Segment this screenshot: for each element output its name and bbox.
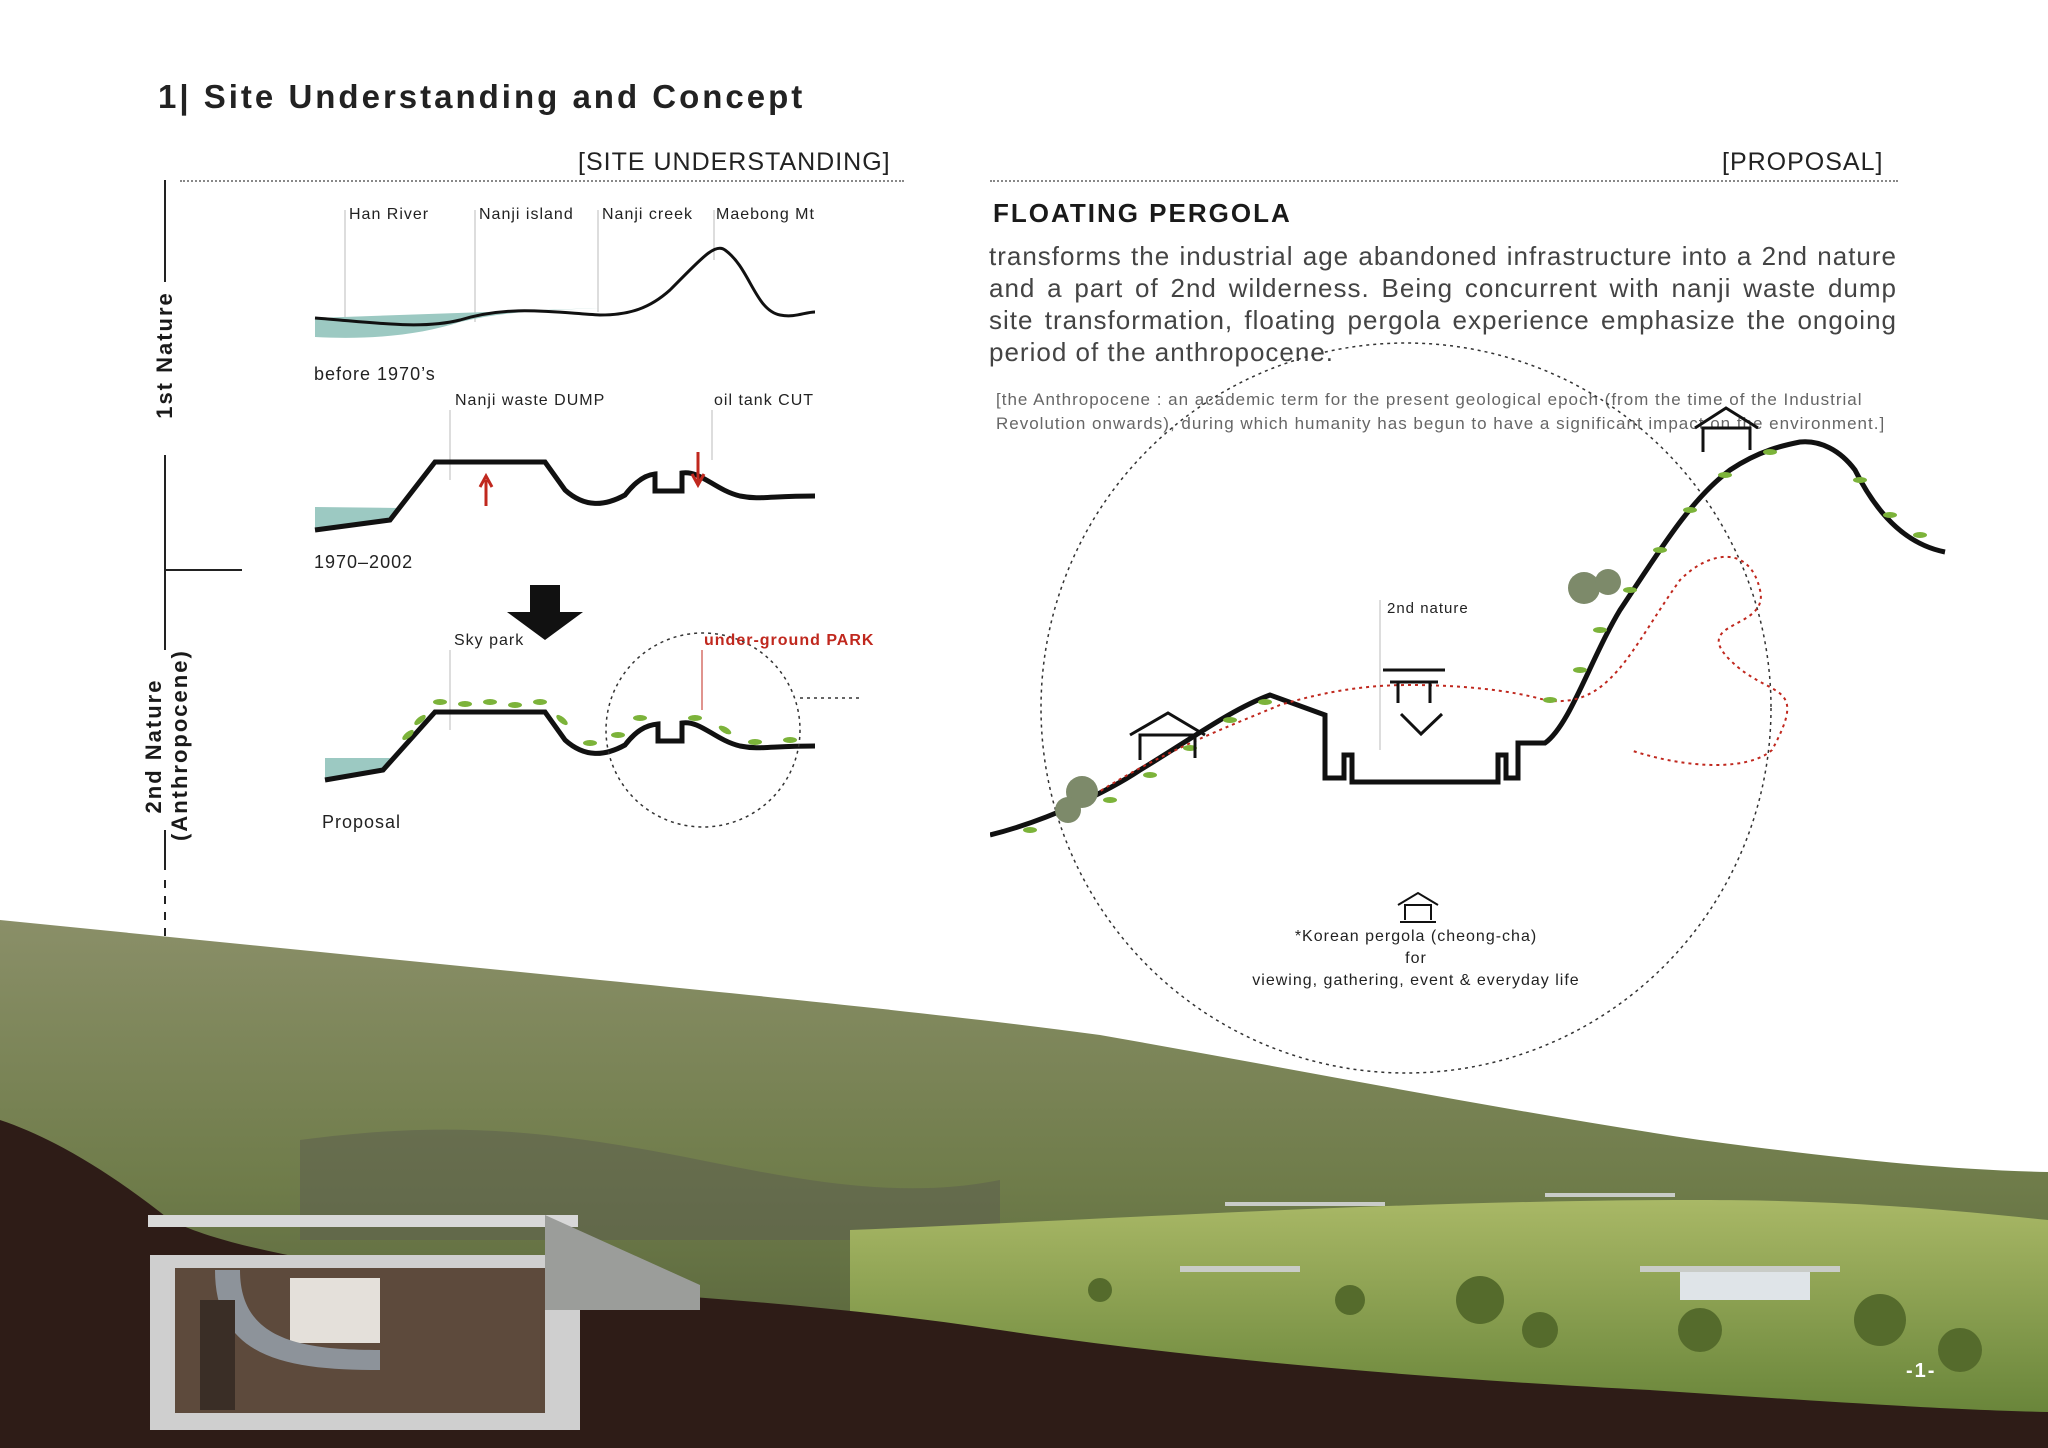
stage-1970-2002: 1970–2002 — [314, 552, 414, 572]
floating-pergola-diagram — [990, 342, 1946, 1074]
proposal-divider — [990, 180, 1898, 182]
down-arrow-icon — [507, 585, 583, 640]
zoom-circle-large — [1040, 342, 1772, 1074]
second-nature-line2: (Anthropocene) — [167, 649, 192, 841]
underground-building — [148, 1215, 700, 1430]
second-nature-label: 2nd Nature (Anthropocene) — [141, 649, 193, 841]
label-oil-tank-cut: oil tank CUT — [714, 392, 815, 409]
proposal-body: transforms the industrial age abandoned … — [989, 241, 1897, 367]
caption-line2: for — [1405, 950, 1427, 967]
site-understanding-header: [SITE UNDERSTANDING] — [578, 148, 891, 176]
terrain-line — [314, 459, 816, 533]
path-line — [1059, 555, 1789, 819]
page-number: -1- — [1906, 1360, 1937, 1382]
terrain-line — [314, 246, 816, 327]
site-section-diagrams — [314, 210, 860, 828]
section-before-1970 — [314, 210, 816, 338]
greenery — [402, 699, 797, 746]
label-han-river: Han River — [349, 206, 430, 223]
label-underground-park: under-ground PARK — [704, 632, 875, 649]
label-maebong-mt: Maebong Mt — [716, 206, 815, 223]
proposal-header: [PROPOSAL] — [1722, 148, 1884, 176]
section-1970-2002 — [314, 410, 816, 533]
tree-icons — [1055, 569, 1621, 823]
rock-face — [300, 1129, 1000, 1240]
pavilion-structures — [1180, 1193, 1840, 1300]
terrain-line — [324, 709, 816, 783]
label-nanji-island: Nanji island — [479, 206, 574, 223]
pergola-legend-icon — [1397, 891, 1439, 923]
label-sky-park: Sky park — [454, 632, 525, 649]
stage-before-1970: before 1970’s — [314, 364, 436, 384]
site-understanding-divider — [180, 180, 904, 182]
first-nature-label: 1st Nature — [152, 291, 177, 419]
trees — [1088, 1276, 1982, 1372]
stage-proposal: Proposal — [322, 812, 402, 832]
caption-line3: viewing, gathering, event & everyday lif… — [1252, 972, 1580, 989]
page-title: 1| Site Understanding and Concept — [158, 78, 806, 115]
proposal-heading: FLOATING PERGOLA — [993, 198, 1292, 228]
anthropocene-note: [the Anthropocene : an academic term for… — [996, 390, 1886, 433]
second-nature-line1: 2nd Nature — [141, 678, 166, 814]
label-nanji-waste-dump: Nanji waste DUMP — [455, 392, 606, 409]
pergola-icons — [1129, 406, 1759, 760]
timeline-axis — [164, 180, 242, 940]
caption-line1: *Korean pergola (cheong-cha) — [1294, 928, 1538, 945]
greenery — [1023, 449, 1927, 833]
label-nanji-creek: Nanji creek — [602, 206, 694, 223]
label-2nd-nature: 2nd nature — [1387, 600, 1469, 617]
landscape-rendering — [0, 920, 2048, 1448]
han-river-water — [315, 308, 600, 338]
terrain-line — [990, 439, 1946, 838]
pergola-caption: *Korean pergola (cheong-cha) for viewing… — [1216, 926, 1616, 992]
zoom-circle-small — [605, 632, 801, 828]
section-proposal — [324, 632, 816, 828]
